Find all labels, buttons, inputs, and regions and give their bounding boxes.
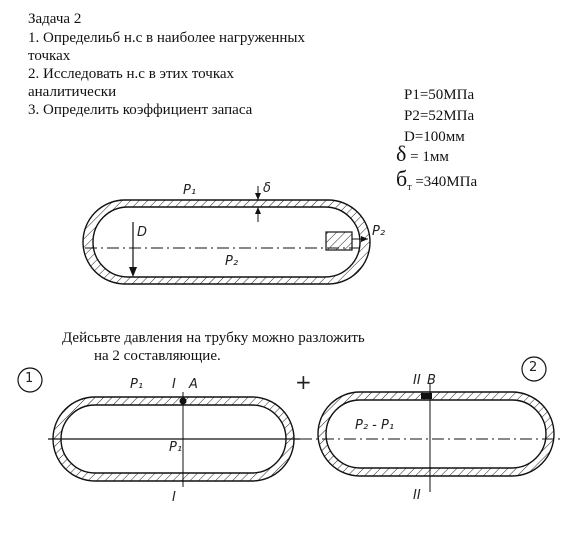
fig2-left-p1-center: P₁ [169,440,183,455]
delta-value: = 1мм [410,149,449,165]
decomposition-line-2: на 2 составляющие. [94,348,221,364]
param-p2: P2=52МПа [404,108,475,124]
fig1-p2-label: P₂ [225,254,239,269]
param-sigma: бт =340МПа [396,168,478,197]
circle-num-1 [17,367,43,393]
sigma-value: =340МПа [415,174,478,190]
circle-num-2 [521,356,547,382]
delta-symbol: δ [396,141,407,166]
fig2-right-center-label: P₂ - P₁ [355,418,395,433]
fig2-right-point-b: B [427,373,436,388]
task-item-1: 1. Определиьб н.с в наиболее нагруженных [28,30,305,46]
task-item-2-cont: аналитически [28,84,117,100]
fig2-left-point-a: A [189,377,198,392]
fig1-delta-label: δ [263,181,271,196]
fig2-right-section-bottom: II [413,488,421,503]
tube-sketch-2-right [300,384,560,492]
task-item-1-cont: точках [28,48,71,64]
param-p1: P1=50МПа [404,87,475,103]
param-d: D=100мм [404,129,465,145]
fig2-left-p1-top: P₁ [130,377,144,392]
fig1-p2-fitting-label: P₂ [372,224,386,239]
fig2-num-1: 1 [25,371,34,386]
sigma-subscript: т [407,182,412,193]
tube-sketch-1 [82,186,371,285]
plus-sign: + [295,370,312,394]
fig2-left-section-top: I [172,377,176,392]
fig2-left-section-bottom: I [172,490,176,505]
fig2-num-2: 2 [529,360,538,375]
sigma-symbol: б [396,166,408,191]
fig2-right-section-top: II [413,373,421,388]
task-item-2: 2. Исследовать н.с в этих точках [28,66,235,82]
fig1-d-label: D [137,225,148,240]
tube-sketch-2-left [48,392,300,487]
task-title: Задача 2 [28,11,82,27]
task-item-3: 3. Определить коэффициент запаса [28,102,253,118]
decomposition-line-1: Дейсьвте давления на трубку можно разлож… [62,330,365,346]
param-delta: δ = 1мм [396,143,449,166]
fig1-p1-label: P₁ [183,183,197,198]
